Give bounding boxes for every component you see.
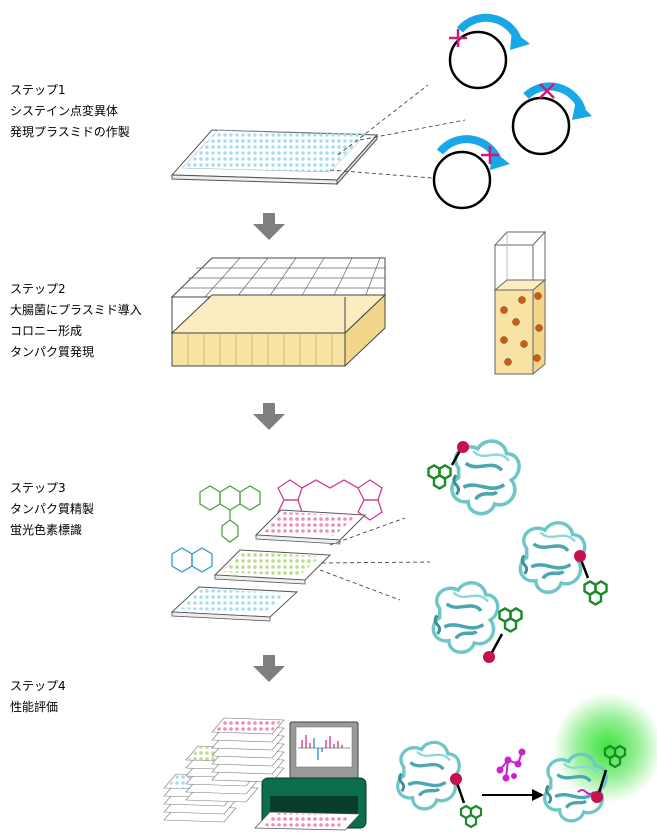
plasmid-icon	[448, 13, 530, 90]
step2-title: ステップ2	[10, 282, 66, 296]
step2-line2: コロニー形成	[10, 324, 83, 338]
protein-structure-icon	[427, 439, 521, 516]
step3-connectors	[319, 517, 431, 601]
protein-structure-icon	[396, 740, 483, 829]
step4-title: ステップ4	[10, 679, 66, 693]
step3-line1: タンパク質精製	[10, 502, 95, 516]
step1-line2: 発現プラスミドの作製	[10, 125, 130, 139]
reaction-arrow	[482, 789, 544, 801]
well-plate-icon	[254, 509, 367, 545]
dye-molecule-icon	[171, 479, 383, 573]
step2-line3: タンパク質発現	[10, 345, 95, 359]
step3-title: ステップ3	[10, 481, 66, 495]
step1-label: ステップ1 システイン点変異体 発現プラスミドの作製	[10, 80, 130, 143]
protein-structure-icon	[431, 581, 523, 663]
step-arrow-2	[253, 403, 285, 430]
step4-label: ステップ4 性能評価	[10, 676, 66, 718]
plate-stacks	[163, 717, 285, 823]
step3-label: ステップ3 タンパク質精製 蛍光色素標識	[10, 478, 94, 541]
well-plate-icon	[170, 586, 299, 622]
plasmid-icon	[511, 82, 592, 156]
plate-reader-icon	[254, 777, 367, 831]
step-arrow-1	[253, 213, 285, 240]
protein-structure-icon	[518, 521, 608, 606]
ligand-molecule-icon	[496, 748, 526, 782]
well-plate-icon	[213, 549, 332, 585]
culture-dish-icon	[170, 257, 387, 368]
step1-title: ステップ1	[10, 83, 66, 97]
step2-line1: 大腸菌にプラスミド導入	[10, 303, 142, 317]
step-arrow-3	[253, 655, 285, 682]
monitor-icon	[289, 721, 359, 779]
plasmid-icon	[432, 135, 510, 210]
step2-label: ステップ2 大腸菌にプラスミド導入 コロニー形成 タンパク質発現	[10, 279, 142, 363]
step4-line1: 性能評価	[10, 700, 59, 714]
step1-connectors	[329, 84, 466, 179]
well-plate-icon	[170, 129, 379, 186]
cuvette-icon	[493, 231, 547, 376]
step3-line2: 蛍光色素標識	[10, 523, 83, 537]
protein-structure-icon	[543, 744, 627, 823]
step1-line1: システイン点変異体	[10, 104, 119, 118]
